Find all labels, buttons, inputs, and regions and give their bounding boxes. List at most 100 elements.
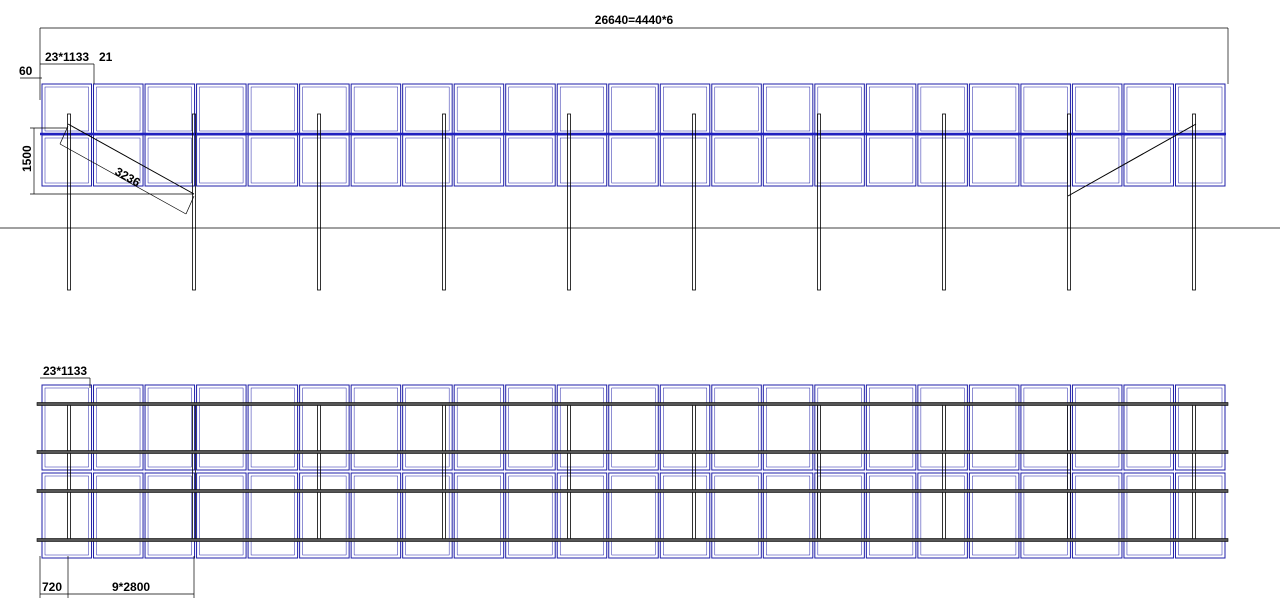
solar-panel-inner: [96, 86, 141, 132]
solar-panel: [1174, 83, 1226, 135]
solar-panel-inner: [559, 475, 604, 556]
solar-panel-inner: [508, 137, 553, 184]
plan-dimensions: [39, 377, 195, 598]
solar-panel: [608, 134, 659, 187]
solar-panel-inner: [250, 475, 295, 556]
solar-panel: [196, 83, 247, 135]
solar-panel-inner: [817, 86, 862, 132]
solar-panel: [711, 472, 762, 559]
solar-panel: [41, 472, 93, 559]
solar-panel: [505, 384, 556, 471]
solar-panel: [196, 384, 247, 471]
solar-panel-inner: [147, 137, 192, 184]
solar-panel-inner: [559, 86, 604, 132]
solar-panel-inner: [353, 137, 398, 184]
solar-panel-inner: [405, 137, 450, 184]
solar-panel-inner: [869, 86, 914, 132]
solar-panel-inner: [869, 387, 914, 468]
front-posts: [67, 113, 1196, 291]
solar-panel: [1071, 83, 1123, 135]
mounting-rail: [36, 402, 1229, 406]
solar-panel-inner: [456, 137, 501, 184]
solar-panel: [1071, 384, 1123, 471]
solar-panel: [556, 384, 608, 471]
solar-panel: [711, 134, 762, 187]
solar-panel: [1020, 384, 1071, 471]
solar-panel-inner: [96, 475, 141, 556]
solar-panel: [762, 134, 814, 187]
solar-panel-inner: [456, 387, 501, 468]
solar-panel: [762, 83, 814, 135]
front-dimensions: [20, 27, 1229, 215]
solar-panel-inner: [663, 137, 708, 184]
solar-panel: [299, 472, 350, 559]
plan-rails: [36, 402, 1229, 542]
solar-panel: [762, 472, 814, 559]
solar-panel: [659, 384, 711, 471]
solar-panel: [659, 134, 711, 187]
solar-panel-inner: [250, 86, 295, 132]
panel-spec-bottom-label: 23*1133: [43, 364, 87, 378]
solar-panel: [144, 83, 196, 135]
solar-panel: [144, 472, 196, 559]
solar-panel-inner: [456, 475, 501, 556]
post: [67, 113, 71, 291]
solar-panel-inner: [1126, 475, 1171, 556]
solar-panel: [1123, 83, 1174, 135]
solar-panel-inner: [611, 86, 656, 132]
solar-panel: [1020, 83, 1071, 135]
solar-panel-inner: [1178, 137, 1223, 184]
solar-panel: [41, 83, 93, 135]
solar-panel: [350, 384, 402, 471]
solar-panel-inner: [250, 387, 295, 468]
solar-panel: [1174, 134, 1226, 187]
plan-panel-grid: [41, 384, 1226, 559]
solar-panel-inner: [44, 86, 89, 132]
solar-panel: [814, 83, 865, 135]
solar-panel-inner: [302, 387, 347, 468]
solar-panel-inner: [663, 475, 708, 556]
solar-panel: [505, 83, 556, 135]
solar-panel-inner: [817, 137, 862, 184]
solar-panel-inner: [147, 387, 192, 468]
solar-panel-inner: [869, 137, 914, 184]
solar-panel-inner: [714, 475, 759, 556]
solar-panel: [453, 384, 505, 471]
solar-panel-inner: [1023, 137, 1068, 184]
solar-panel: [196, 472, 247, 559]
solar-panel-inner: [1075, 86, 1120, 132]
solar-panel: [711, 384, 762, 471]
post: [567, 113, 571, 291]
solar-panel: [505, 472, 556, 559]
left-brace: [67, 123, 195, 195]
solar-panel-inner: [559, 137, 604, 184]
solar-panel-inner: [302, 475, 347, 556]
solar-panel-inner: [508, 387, 553, 468]
solar-panel-inner: [1178, 387, 1223, 468]
solar-panel-inner: [1075, 387, 1120, 468]
right-brace: [1067, 123, 1197, 197]
end-offset-label: 720: [42, 580, 62, 594]
solar-panel-inner: [1126, 387, 1171, 468]
gap-label: 21: [99, 50, 113, 64]
solar-panel-inner: [766, 137, 811, 184]
solar-panel: [1071, 472, 1123, 559]
solar-panel: [968, 472, 1020, 559]
solar-panel-inner: [972, 387, 1017, 468]
solar-panel-inner: [250, 137, 295, 184]
solar-panel: [402, 384, 453, 471]
solar-panel: [196, 134, 247, 187]
solar-panel: [93, 83, 144, 135]
solar-panel: [1174, 472, 1226, 559]
solar-panel-inner: [405, 387, 450, 468]
solar-panel-inner: [96, 387, 141, 468]
solar-panel-inner: [44, 137, 89, 184]
overall-width-label: 26640=4440*6: [595, 13, 674, 27]
solar-panel-inner: [869, 475, 914, 556]
post-plan: [567, 403, 571, 541]
solar-panel: [865, 83, 917, 135]
solar-panel-inner: [1126, 137, 1171, 184]
solar-panel-inner: [199, 475, 244, 556]
solar-panel: [247, 134, 299, 187]
solar-panel-inner: [199, 387, 244, 468]
